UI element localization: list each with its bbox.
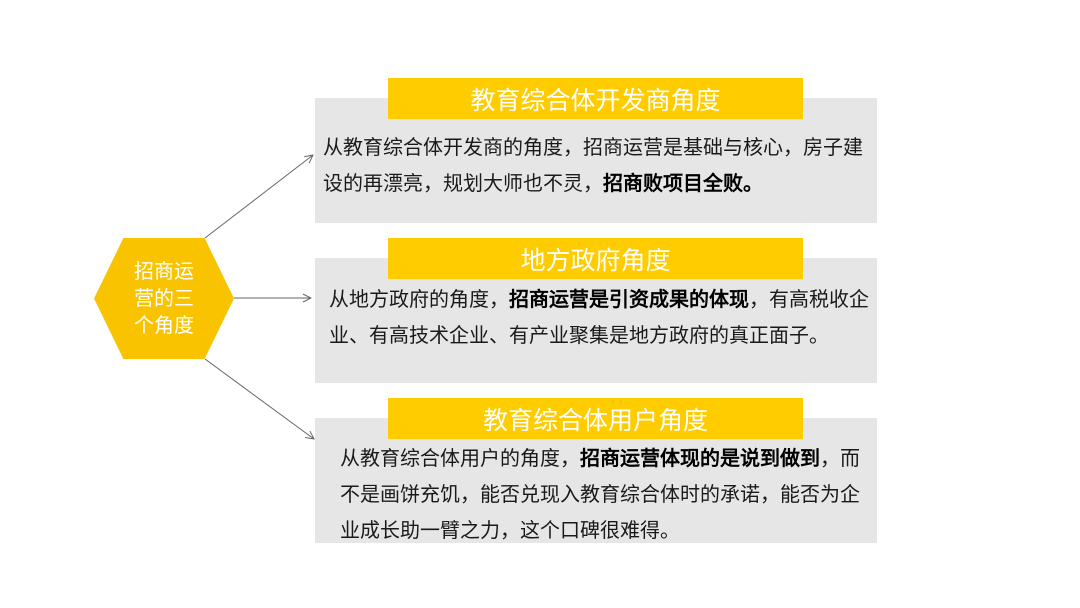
developer-body-text: 从教育综合体开发商的角度，招商运营是基础与核心，房子建设的再漂亮，规划大师也不灵… bbox=[323, 135, 863, 195]
user-body-text-1: 从教育综合体用户的角度， bbox=[340, 446, 580, 470]
government-body-highlight: 招商运营是引资成果的体现 bbox=[509, 287, 749, 311]
arrow-to-user-card bbox=[204, 358, 314, 439]
developer-body-highlight: 招商败项目全败。 bbox=[603, 171, 763, 195]
developer-perspective-title: 教育综合体开发商角度 bbox=[388, 78, 803, 119]
arrow-to-developer-card bbox=[204, 155, 313, 239]
developer-perspective-body: 从教育综合体开发商的角度，招商运营是基础与核心，房子建设的再漂亮，规划大师也不灵… bbox=[323, 129, 875, 201]
center-hexagon-label: 招商运营的三个角度 bbox=[134, 259, 194, 337]
center-hexagon: 招商运营的三个角度 bbox=[94, 238, 234, 359]
government-body-text-1: 从地方政府的角度， bbox=[329, 287, 509, 311]
user-body-highlight: 招商运营体现的是说到做到 bbox=[580, 446, 820, 470]
user-body-text-2: ，而不是画饼充饥，能否兑现入教育综合体时的承诺，能否为企业成长助一臂之力，这个口… bbox=[340, 446, 860, 542]
government-body-text-2: ，有高税收企业、有高技术企业、有产业聚集是地方政府的真正面子。 bbox=[329, 287, 869, 347]
government-perspective-title: 地方政府角度 bbox=[388, 238, 803, 279]
user-perspective-body: 从教育综合体用户的角度，招商运营体现的是说到做到，而不是画饼充饥，能否兑现入教育… bbox=[340, 440, 862, 548]
user-perspective-title: 教育综合体用户角度 bbox=[388, 398, 803, 439]
government-perspective-body: 从地方政府的角度，招商运营是引资成果的体现，有高税收企业、有高技术企业、有产业聚… bbox=[329, 281, 871, 353]
